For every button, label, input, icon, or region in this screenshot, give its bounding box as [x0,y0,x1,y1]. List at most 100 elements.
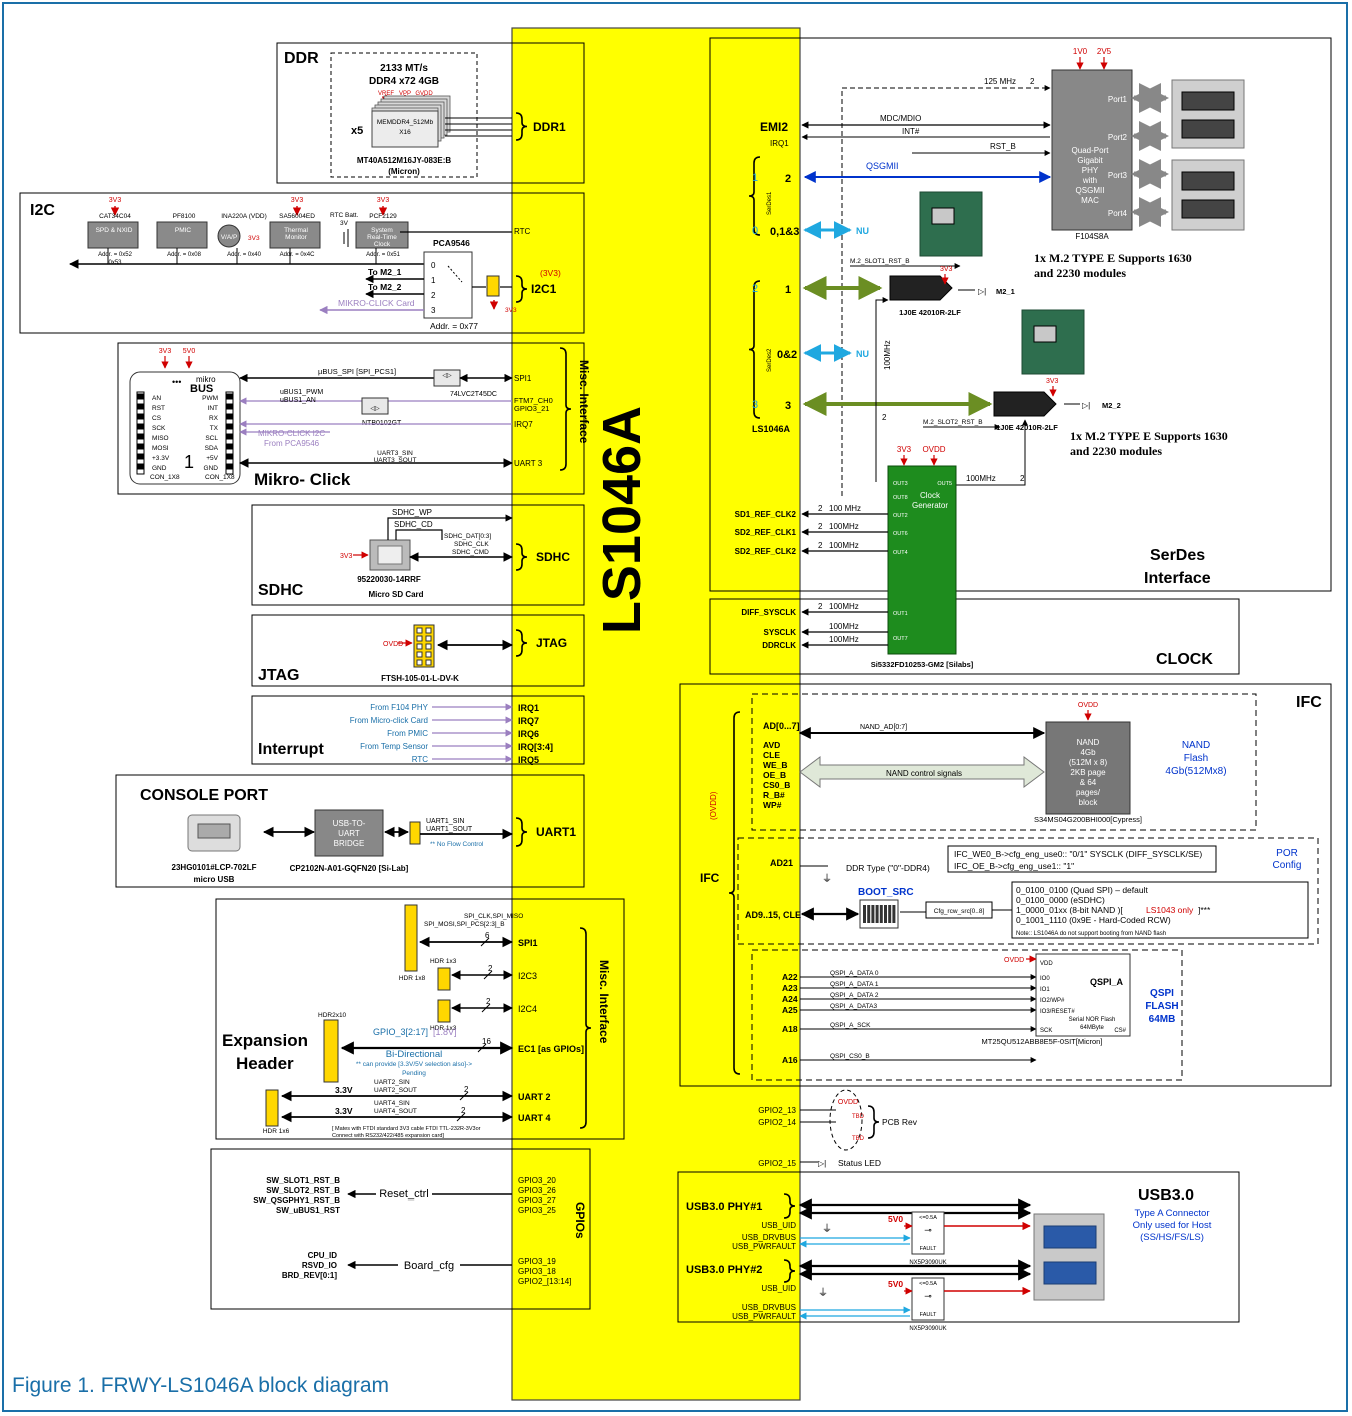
m2-1-part: 1J0E 42010R-2LF [899,308,961,317]
serdes-lane-label: 2 [785,173,791,185]
clock-ref-pin: DDRCLK [762,641,796,650]
mikro-pin-ftm: GPIO3_21 [514,404,549,413]
mikro-left-pin: MISO [152,435,169,442]
m2-2-part: 1J0E 42010R-2LF [996,423,1058,432]
pin-icon [226,423,233,430]
ina-rail: 3V3 [248,235,260,242]
i2c-device-label: Monitor [285,234,308,241]
led-icon: ▷| [1082,401,1090,410]
clock-rail-label: 3V3 [897,445,912,454]
dip-switch-icon [859,899,899,929]
m2-1-text: and 2230 modules [1034,266,1126,280]
ddr-rail-label: VPP [399,91,411,97]
uart3-sin: UART3_SIN [377,450,413,457]
boot-option: 0_1001_1110 (0x9E - Hard-Coded RCW) [1016,915,1171,925]
reset-gpio-pin: GPIO3_20 [518,1176,556,1185]
ddr-vendor: (Micron) [388,167,420,176]
bridge-part: CP2102N-A01-GQFN20 [Si-Lab] [290,864,409,873]
i2c-device-addr: Addr. = 0x4C [280,252,316,258]
clock-out-label: OUT4 [893,550,908,556]
exp-pin-label: I2C3 [518,971,537,981]
misc-interface-label: Misc. Interface [577,360,591,444]
exp-uart2-sout: UART2_SOUT [374,1087,417,1094]
board-cfg-line-name: BRD_REV[0:1] [282,1271,337,1280]
mikro-bus-outline [129,371,241,485]
usb1-fault-label: FAULT [920,1246,937,1252]
nand-desc: Flash [1184,753,1208,764]
irq1-label: IRQ1 [770,139,789,148]
usb2-switch-box [911,1277,945,1321]
m2-2-text: and 2230 modules [1070,444,1162,458]
hdr1x8-label: HDR 1x8 [399,975,426,982]
hdr2x10-label: HDR2x10 [318,1012,347,1019]
qspi-desc: 64MByte [1080,1025,1104,1031]
nu-label-2: NU [856,349,869,359]
pin-icon [425,643,432,650]
an-signal: uBUS1_AN [280,397,316,404]
clock-out-label: OUT8 [893,495,908,501]
ifc-ad-label: AD[0...7] [763,721,800,731]
nand-chip-label: (512M x 8) [1069,758,1108,767]
reset-line-name: SW_uBUS1_RST [276,1206,340,1215]
misc-interface-label: Misc. Interface [597,960,611,1044]
hdr1x6-label: HDR 1x6 [263,1128,290,1135]
serdes-lane-label: 1 [785,284,791,296]
i2c-device-name: PF8100 [173,213,196,220]
hdr1x3a-label: HDR 1x3 [430,958,457,965]
mhz-125-label: 125 MHz [984,77,1016,86]
ina-sensor-label: V/A/P [221,234,238,241]
interrupt-source: From Temp Sensor [360,742,428,751]
i2c-device-addr: Addr. = 0x08 [167,252,202,258]
m2-1-rail: 3V3 [940,266,953,273]
m2-2-label: M2_2 [1102,401,1121,410]
clock-generator-label: Generator [912,501,948,510]
ad915-label: AD9..15, CLE [745,910,801,920]
gpios-title: GPIOs [573,1202,587,1239]
bus-slash-icon [480,937,490,947]
mikro-pin-irq7: IRQ7 [514,420,533,429]
sdhc-desc: Micro SD Card [368,590,423,599]
bridge-label: USB-TO- [333,819,366,828]
clock-out-label: OUT5 [937,481,952,487]
mikro-right-pin: PWM [202,395,218,402]
clock-section [709,598,1240,675]
por-line-1: IFC_WE0_B->cfg_eng_use0:: "0/1" SYSCLK (… [954,849,1202,859]
pin-icon [416,635,423,642]
rj45-port-icon [1181,119,1235,139]
pin-icon [416,651,423,658]
qspi-pin: A25 [782,1005,798,1015]
bus-width-label: 2 [1030,77,1035,86]
i2c-device-box [269,221,321,249]
boot-option: 0_0100_0100 (Quad SPI) – default [1016,885,1148,895]
mikro-rail-label: 5V0 [183,348,196,355]
label-mask [398,1258,460,1272]
reset-gpio-pin: GPIO3_27 [518,1196,556,1205]
expansion-title-1: Expansion [222,1031,308,1050]
i2c-header-rail: 3V3 [505,307,517,314]
switch-icon: ⊸ [924,1291,932,1301]
pin-icon [137,463,144,470]
pin-icon [226,453,233,460]
rj45-port-icon [1181,171,1235,191]
usb1-drvbus: USB_DRVBUS [742,1233,796,1242]
expansion-brace-icon [579,927,592,1129]
mikro-left-pin: RST [152,405,165,412]
nand-ctrl-pin: CLE [763,750,780,760]
exp-gpio-volt: [1.8V] [433,1027,457,1037]
ddr-chip [371,110,439,148]
nand-ctrl-pin: R_B# [763,790,785,800]
reset-gpio-pin: GPIO3_25 [518,1206,556,1215]
i2c-header-icon [486,275,500,297]
nand-ad-signal: NAND_AD[0:7] [860,724,907,731]
sdhc-wp-line [387,514,513,540]
mikro-right-pin: RX [209,415,219,422]
bus-width-label: 2 [464,1085,469,1094]
uart1-brace-icon [515,817,528,847]
mikro-header-right [225,391,234,475]
mux-box [423,251,473,319]
sdhc-dat: SDHC_DAT[0:3] [444,533,491,540]
exp-spi-signal-2: SPI_MOSI,SPI_PCS[2:3]_B [424,921,505,928]
interrupt-pin: IRQ7 [518,716,539,726]
